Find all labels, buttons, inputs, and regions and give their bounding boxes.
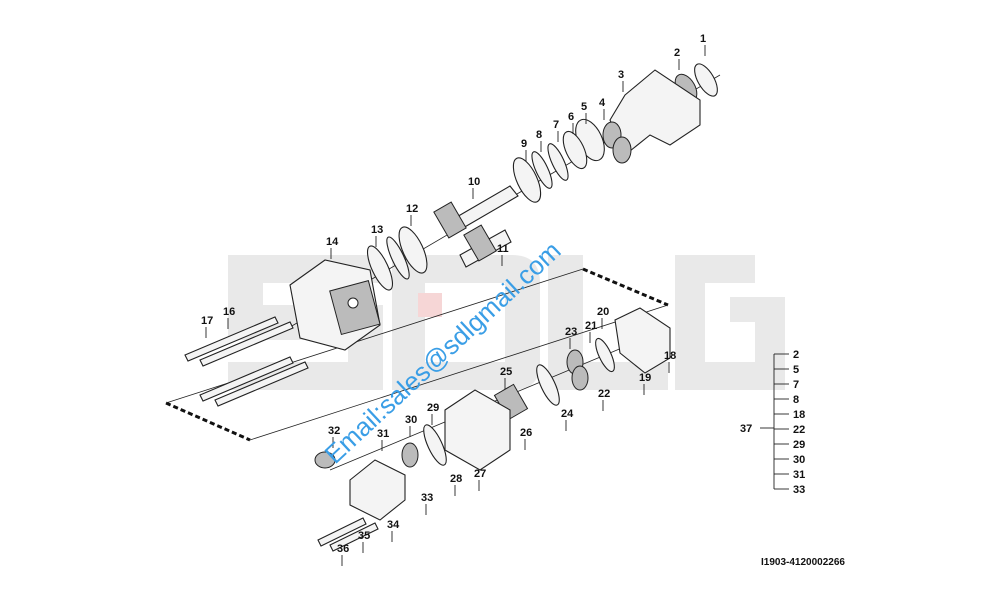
kit-item: 29 (793, 439, 805, 451)
callout-29: 29 (427, 402, 439, 414)
callout-26: 26 (520, 427, 532, 439)
callout-19: 19 (639, 372, 651, 384)
callout-8: 8 (536, 129, 542, 141)
callout-3: 3 (618, 69, 624, 81)
callout-22: 22 (598, 388, 610, 400)
callout-7: 7 (553, 119, 559, 131)
kit-item: 22 (793, 424, 805, 436)
kit-item: 30 (793, 454, 805, 466)
bolts-upper (184, 316, 309, 407)
kit-item: 2 (793, 349, 799, 361)
callout-30: 30 (405, 414, 417, 426)
callout-6: 6 (568, 111, 574, 123)
kit-legend: 37 2 5 7 8 18 22 29 30 31 33 (740, 349, 805, 496)
kit-item: 31 (793, 469, 805, 481)
callout-1: 1 (700, 33, 706, 45)
kit-item: 8 (793, 394, 799, 406)
callout-16: 16 (223, 306, 235, 318)
drawing-code: I1903-4120002266 (761, 557, 845, 568)
callout-12: 12 (406, 203, 418, 215)
callout-17: 17 (201, 315, 213, 327)
callout-35: 35 (358, 530, 370, 542)
callout-24: 24 (561, 408, 574, 420)
callout-34: 34 (387, 519, 400, 531)
kit-item: 7 (793, 379, 799, 391)
callout-18: 18 (664, 350, 676, 362)
callout-32: 32 (328, 425, 340, 437)
callout-31: 31 (377, 428, 389, 440)
bolts-lower (317, 517, 379, 552)
callout-25: 25 (500, 366, 512, 378)
kit-item: 5 (793, 364, 799, 376)
callout-33: 33 (421, 492, 433, 504)
callout-23: 23 (565, 326, 577, 338)
callout-5: 5 (581, 101, 587, 113)
callout-28: 28 (450, 473, 462, 485)
callout-4: 4 (599, 97, 606, 109)
kit-item: 18 (793, 409, 805, 421)
kit-label: 37 (740, 423, 752, 435)
callout-10: 10 (468, 176, 480, 188)
callout-36: 36 (337, 543, 349, 555)
callout-labels: 1234567891011121314161718192021222324252… (201, 33, 706, 566)
callout-27: 27 (474, 468, 486, 480)
kit-item: 33 (793, 484, 805, 496)
callout-9: 9 (521, 138, 527, 150)
callout-11: 11 (497, 243, 509, 255)
callout-13: 13 (371, 224, 383, 236)
callout-14: 14 (326, 236, 339, 248)
callout-20: 20 (597, 306, 609, 318)
callout-21: 21 (585, 320, 597, 332)
callout-2: 2 (674, 47, 680, 59)
